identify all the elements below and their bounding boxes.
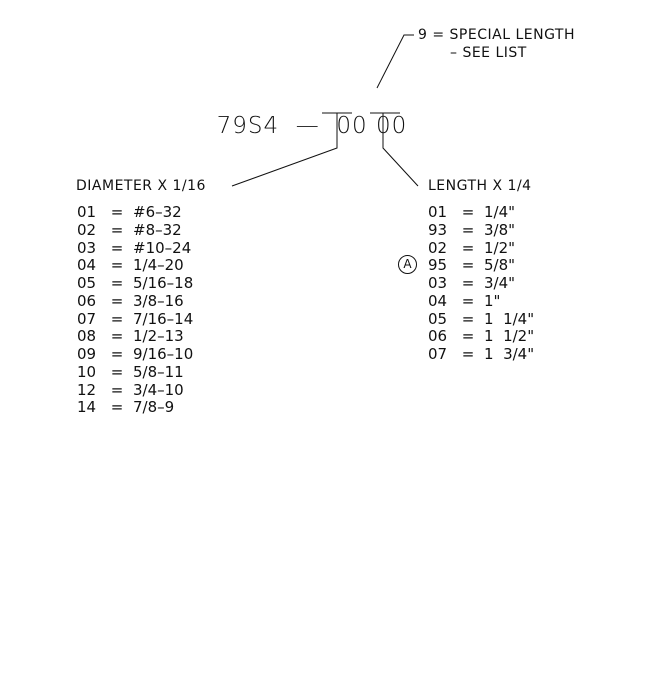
length-list-item: 07 = 1 3/4" xyxy=(428,345,535,364)
diameter-item-eq: = xyxy=(110,274,124,292)
length-list-item: 02 = 1/2" xyxy=(428,238,534,258)
length-item-code: 93 xyxy=(428,220,448,239)
length-item-eq: = xyxy=(461,274,475,292)
length-list-item: 06 = 1 1/2" xyxy=(428,327,535,346)
length-list-item: 93 = 3/8" xyxy=(428,220,534,240)
length-list-item: 05 = 1 1/4" xyxy=(428,309,535,329)
length-item-code: 06 xyxy=(428,327,448,346)
length-list-item: 01 = 1/4" xyxy=(428,203,534,222)
diameter-list-item: 03 = #10–24 xyxy=(77,238,193,258)
length-item-code: 02 xyxy=(428,238,448,257)
diameter-item-eq: = xyxy=(110,238,124,257)
diameter-item-value: 1/2–13 xyxy=(133,327,184,346)
diameter-item-eq: = xyxy=(110,291,124,310)
diameter-item-eq: = xyxy=(110,327,124,346)
special-note-line2: – SEE LIST xyxy=(450,45,527,61)
length-item-eq: = xyxy=(461,309,475,328)
diameter-item-code: 03 xyxy=(77,238,97,257)
length-item-code: 07 xyxy=(428,345,448,363)
length-item-code: 03 xyxy=(428,274,448,292)
diameter-item-eq: = xyxy=(110,203,124,221)
diameter-item-code: 02 xyxy=(77,220,97,239)
diameter-list-item: 09 = 9/16–10 xyxy=(77,345,194,364)
diameter-item-code: 09 xyxy=(77,345,97,363)
length-item-value: 1/4" xyxy=(484,203,516,221)
diameter-item-value: #10–24 xyxy=(133,238,192,257)
diameter-item-value: #6–32 xyxy=(133,203,182,221)
special-note-line1: 9 = SPECIAL LENGTH xyxy=(418,27,575,43)
length-item-value: 1 1/2" xyxy=(484,327,535,346)
diameter-list: 01 = #6–32 02 = #8–32 03 = #10–24 04 = 1/4–20 05 = 5/1… xyxy=(77,203,194,417)
diameter-item-value: #8–32 xyxy=(133,220,182,239)
length-item-eq: = xyxy=(461,256,475,275)
revision-marker: A xyxy=(398,255,417,274)
part-number: 79S4 — 00 00 xyxy=(200,92,407,138)
diameter-item-eq: = xyxy=(110,309,124,328)
diameter-item-code: 06 xyxy=(77,291,97,310)
diameter-list-item: 02 = #8–32 xyxy=(77,220,193,240)
special-leader xyxy=(376,34,414,89)
diameter-item-value: 5/16–18 xyxy=(133,274,194,292)
diameter-header: DIAMETER X 1/16 xyxy=(76,178,206,194)
diameter-list-item: 08 = 1/2–13 xyxy=(77,327,193,346)
diameter-item-code: 08 xyxy=(77,327,97,346)
diameter-item-code: 04 xyxy=(77,256,97,275)
diameter-list-item: 10 = 5/8–11 xyxy=(77,362,193,382)
diameter-code: 00 xyxy=(336,113,368,139)
length-list-item: 04 = 1" xyxy=(428,291,534,311)
diameter-list-item: 12 = 3/4–10 xyxy=(77,380,193,400)
diameter-list-item: 05 = 5/16–18 xyxy=(77,274,194,293)
part-dash: — xyxy=(295,113,320,139)
length-list-item: 95 = 5/8" xyxy=(428,256,534,275)
length-item-value: 1/2" xyxy=(484,238,516,257)
length-item-eq: = xyxy=(461,327,475,346)
length-item-code: 01 xyxy=(428,203,448,221)
length-item-eq: = xyxy=(461,220,475,239)
length-item-eq: = xyxy=(461,238,475,257)
length-item-value: 1 1/4" xyxy=(484,309,535,328)
diameter-item-eq: = xyxy=(110,380,124,399)
length-item-eq: = xyxy=(461,203,475,221)
diameter-item-value: 1/4–20 xyxy=(133,256,184,275)
diameter-item-eq: = xyxy=(110,220,124,239)
diameter-leader xyxy=(231,113,338,187)
length-item-code: 05 xyxy=(428,309,448,328)
diameter-item-value: 3/4–10 xyxy=(133,380,184,399)
diameter-item-value: 5/8–11 xyxy=(133,362,184,381)
diameter-item-code: 12 xyxy=(77,380,97,399)
length-list: 01 = 1/4" 93 = 3/8" 02 = 1/2" 95 = 5/8" 03 = 3/4" 04 = 1"… xyxy=(428,203,535,364)
length-item-value: 5/8" xyxy=(484,256,516,275)
length-code: 00 xyxy=(375,113,408,139)
diameter-item-eq: = xyxy=(110,256,124,275)
length-item-value: 1" xyxy=(484,291,501,310)
length-item-eq: = xyxy=(461,345,475,363)
diameter-item-code: 07 xyxy=(77,309,97,328)
diameter-item-value: 3/8–16 xyxy=(133,291,184,310)
length-leader xyxy=(382,113,419,187)
length-item-value: 1 3/4" xyxy=(484,345,535,363)
diameter-item-code: 01 xyxy=(77,203,97,221)
length-item-value: 3/4" xyxy=(484,274,516,292)
diameter-list-item: 01 = #6–32 xyxy=(77,203,193,222)
length-item-value: 3/8" xyxy=(484,220,516,239)
diameter-item-value: 7/8–9 xyxy=(133,398,175,417)
diameter-list-item: 06 = 3/8–16 xyxy=(77,291,193,311)
diameter-item-code: 14 xyxy=(77,398,97,417)
diameter-item-eq: = xyxy=(110,398,124,417)
diameter-item-code: 05 xyxy=(77,274,97,292)
length-item-eq: = xyxy=(461,291,475,310)
diameter-item-eq: = xyxy=(110,362,124,381)
part-prefix: 79S4 xyxy=(216,113,280,139)
diameter-list-item: 04 = 1/4–20 xyxy=(77,256,193,275)
length-item-code: 95 xyxy=(428,256,448,275)
diameter-item-code: 10 xyxy=(77,362,97,381)
length-item-code: 04 xyxy=(428,291,448,310)
diameter-item-value: 9/16–10 xyxy=(133,345,194,363)
diameter-item-value: 7/16–14 xyxy=(133,309,194,328)
length-list-item: 03 = 3/4" xyxy=(428,274,534,293)
length-header: LENGTH X 1/4 xyxy=(428,178,532,194)
diameter-item-eq: = xyxy=(110,345,124,363)
diameter-list-item: 07 = 7/16–14 xyxy=(77,309,194,329)
diameter-list-item: 14 = 7/8–9 xyxy=(77,398,193,417)
